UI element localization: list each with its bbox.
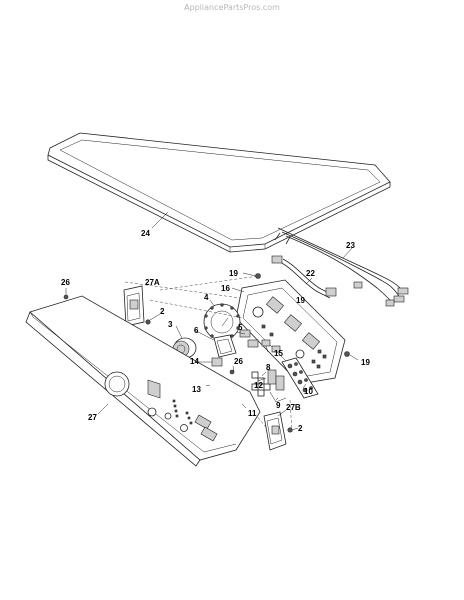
- callout-2a: 2: [160, 307, 165, 316]
- callout-27: 27: [88, 413, 97, 422]
- callout-27b: 27B: [286, 403, 301, 412]
- screw-19c: [344, 351, 359, 361]
- knob-ring-part: [203, 303, 241, 341]
- callout-12: 12: [254, 381, 263, 390]
- callout-27a: 27A: [145, 278, 160, 287]
- callout-10: 10: [304, 387, 313, 396]
- bracket-27b-part: [263, 411, 287, 451]
- screw-2a: [145, 313, 161, 325]
- part-14: [211, 357, 223, 367]
- callout-9: 9: [276, 401, 281, 410]
- callout-13: 13: [192, 385, 201, 394]
- callout-2b: 2: [298, 424, 303, 433]
- part-9: [269, 391, 287, 403]
- callout-19a: 19: [229, 269, 238, 278]
- control-board-part: [235, 279, 346, 385]
- leader-22: [305, 277, 313, 285]
- screw-2b: [287, 427, 299, 433]
- callout-19c: 19: [361, 358, 370, 367]
- callout-24: 24: [141, 229, 150, 238]
- callout-23: 23: [346, 241, 355, 250]
- callout-22: 22: [306, 269, 315, 278]
- leader-16: [231, 287, 245, 293]
- top-cover-part: [47, 132, 391, 253]
- callout-3: 3: [168, 320, 173, 329]
- part-12: [267, 369, 285, 391]
- switch-assembly-part: [281, 357, 319, 399]
- callout-14: 14: [190, 357, 199, 366]
- callout-26a: 26: [61, 278, 70, 287]
- callout-15: 15: [274, 349, 283, 358]
- callout-4: 4: [204, 293, 209, 302]
- leader-lines: [193, 317, 307, 417]
- leader-4: [209, 299, 215, 307]
- part-5: [239, 329, 259, 348]
- callout-11: 11: [248, 409, 257, 418]
- callout-5: 5: [238, 323, 243, 332]
- callout-16: 16: [221, 284, 230, 293]
- console-panel-part: [25, 295, 261, 467]
- screw-19a: [242, 272, 261, 279]
- screw-26a: [63, 288, 69, 300]
- callout-19b: 19: [296, 296, 305, 305]
- leader-24: [151, 211, 169, 229]
- leader-27: [97, 403, 109, 415]
- wire-harness-part: [274, 227, 409, 307]
- harness-22-part: [271, 255, 337, 299]
- callout-8: 8: [266, 363, 271, 372]
- part-26-screw: [229, 369, 235, 375]
- callout-6: 6: [194, 326, 199, 335]
- leader-3: [175, 325, 183, 339]
- bracket-27a-part: [123, 285, 145, 327]
- part-6: [213, 334, 237, 358]
- watermark-text: AppliancePartsPros.com: [184, 3, 280, 12]
- callout-26b: 26: [234, 357, 243, 366]
